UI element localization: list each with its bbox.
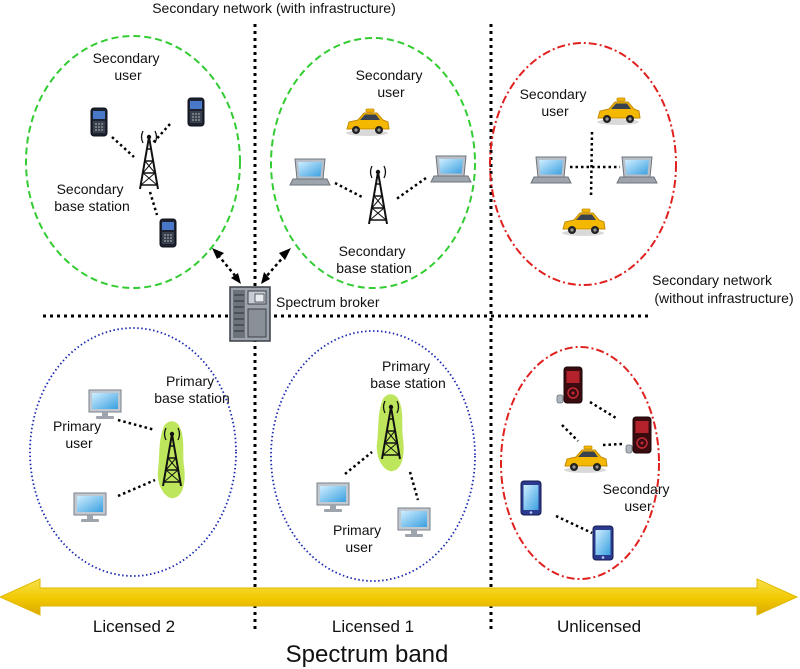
car-icon (596, 97, 641, 126)
car-icon (563, 445, 608, 474)
label-secondary-network-without: Secondary network (without infrastructur… (652, 272, 794, 306)
monitor-icon (397, 507, 431, 538)
laptop-icon (530, 156, 572, 184)
music-phone-icon (556, 366, 583, 404)
spectrum-band-arrow (0, 578, 799, 616)
laptop-icon (430, 155, 472, 183)
links (111, 123, 623, 535)
title: Secondary network (with infrastructure) (152, 0, 396, 16)
label-primary-user-bc: Primary user (333, 522, 385, 555)
arrowhead (231, 273, 241, 284)
label-secondary-user-tr: Secondary user (520, 86, 591, 119)
secondary-infra-ellipse-left (25, 35, 241, 289)
car-icon (345, 108, 390, 137)
secondary-adhoc-ellipse-top (489, 42, 677, 286)
band-label-licensed-2: Licensed 2 (93, 617, 175, 636)
label-secondary-bs-tl: Secondary base station (54, 181, 130, 214)
primary-ellipse-left (29, 327, 237, 577)
smartphone-icon (90, 107, 108, 137)
antenna-tower-icon (368, 165, 388, 225)
axis-label-spectrum-band: Spectrum band (286, 641, 449, 668)
secondary-adhoc-ellipse-bottom (500, 346, 660, 580)
band-label-unlicensed: Unlicensed (557, 617, 641, 636)
label-primary-bs-bc: Primary base station (370, 358, 446, 391)
arrowhead (212, 248, 224, 259)
label-primary-bs-bl: Primary base station (154, 373, 230, 406)
label-primary-user-bl: Primary user (53, 418, 105, 451)
label-secondary-bs-tc: Secondary base station (336, 243, 412, 276)
smartphone-icon (159, 218, 177, 248)
car-icon (561, 208, 606, 237)
monitor-icon (316, 482, 350, 513)
laptop-icon (616, 156, 658, 184)
label-secondary-user-tc: Secondary user (356, 67, 427, 100)
music-phone-icon (625, 416, 652, 454)
primary-tower-icon (377, 394, 404, 471)
arrowhead (261, 272, 270, 284)
primary-tower-icon (158, 421, 185, 498)
touchphone-icon (520, 480, 542, 516)
touchphone-icon (592, 525, 614, 561)
arrowhead (279, 248, 291, 260)
antenna-tower-icon (139, 130, 159, 190)
label-secondary-user-br: Secondary user (603, 481, 674, 514)
monitor-icon (73, 492, 107, 523)
broker-arrows (217, 254, 286, 279)
server-icon (229, 286, 271, 342)
smartphone-icon (187, 97, 205, 127)
label-spectrum-broker: Spectrum broker (276, 294, 380, 310)
secondary-infra-ellipse-center (270, 37, 476, 289)
primary-ellipse-center (270, 330, 476, 582)
laptop-icon (289, 158, 331, 186)
band-label-licensed-1: Licensed 1 (332, 617, 414, 636)
monitor-icon (88, 389, 122, 420)
label-secondary-user-tl: Secondary user (93, 50, 164, 83)
